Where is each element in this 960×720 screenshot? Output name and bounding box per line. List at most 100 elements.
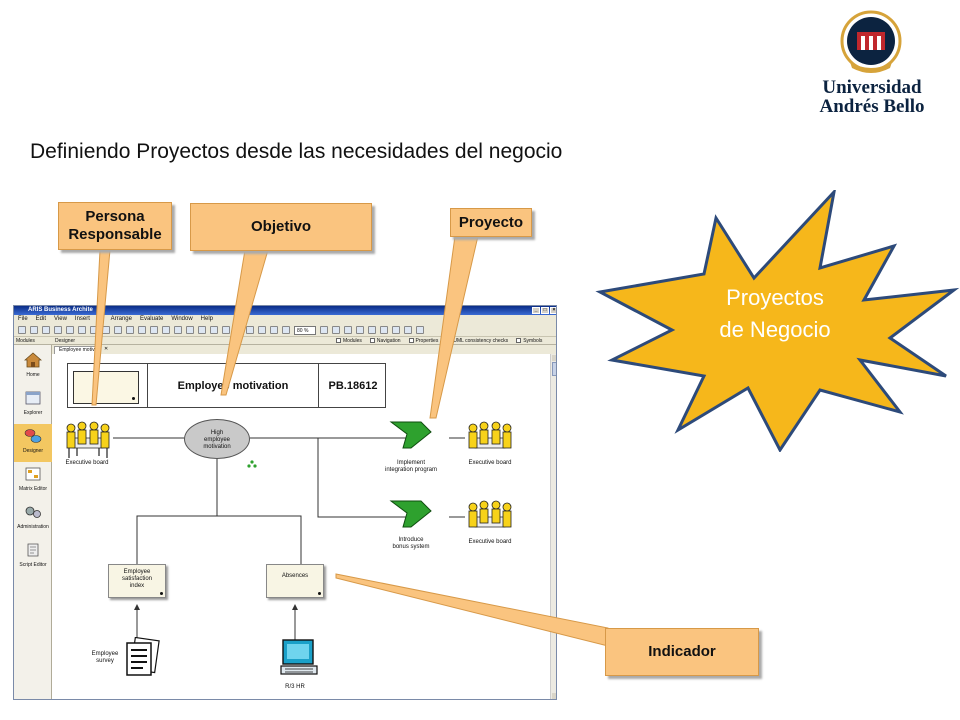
modules-sidebar: Home Explorer Designer Matrix Editor Adm… <box>14 345 52 699</box>
diagram-canvas[interactable]: Employee motivation PB.18612 <box>53 354 550 699</box>
project-arrow-icon <box>389 421 432 449</box>
slide-title: Definiendo Proyectos desde las necesidad… <box>30 140 563 163</box>
maximize-icon[interactable]: □ <box>541 307 549 314</box>
pointer-icon[interactable] <box>174 326 182 334</box>
tab-close-icon[interactable]: ✕ <box>104 346 109 352</box>
zoom-in-icon[interactable] <box>320 326 328 334</box>
menu-window[interactable]: Window <box>171 316 193 322</box>
executive-board-right-label-1: Executive board <box>468 460 512 466</box>
zoom-out-icon[interactable] <box>332 326 340 334</box>
checkbox-properties[interactable]: Properties <box>408 337 438 344</box>
menu-al[interactable]: al <box>97 316 103 322</box>
sidebar-item-matrix-editor[interactable]: Matrix Editor <box>14 462 52 500</box>
starburst-text: Proyectos de Negocio <box>690 282 860 346</box>
connect-icon[interactable] <box>162 326 170 334</box>
fit-icon[interactable] <box>344 326 352 334</box>
checkbox-modules[interactable]: Modules <box>336 337 362 344</box>
callout-indicador: Indicador <box>605 628 759 676</box>
zoom-tool-icon[interactable] <box>282 326 290 334</box>
view-options-bar: Modules Designer Modules Navigation Prop… <box>14 337 556 345</box>
copy-icon[interactable] <box>78 326 86 334</box>
arrange-icon[interactable] <box>246 326 254 334</box>
menu-view[interactable]: View <box>54 316 67 322</box>
align-icon[interactable] <box>150 326 158 334</box>
menu-evaluate[interactable]: Evaluate <box>139 316 164 322</box>
computer-icon <box>280 639 318 675</box>
callout-proyecto: Proyecto <box>450 208 532 237</box>
menu-arrange[interactable]: Arrange <box>110 316 132 322</box>
open-icon[interactable] <box>30 326 38 334</box>
model-icon[interactable] <box>380 326 388 334</box>
sidebar-item-administration[interactable]: Administration <box>14 500 52 538</box>
university-logo: Universidad Andrés Bello <box>812 10 932 122</box>
report-icon[interactable] <box>392 326 400 334</box>
color-icon[interactable] <box>234 326 242 334</box>
redo-icon[interactable] <box>114 326 122 334</box>
project-starburst <box>595 190 960 452</box>
tab-bar: Employee motiv ✕ <box>52 345 556 354</box>
designer-icon <box>24 429 42 443</box>
sidebar-item-script-editor[interactable]: Script Editor <box>14 538 52 576</box>
starburst-line-1: Proyectos <box>726 285 824 310</box>
properties-icon[interactable] <box>126 326 134 334</box>
minimize-icon[interactable]: _ <box>532 307 540 314</box>
format-icon[interactable] <box>368 326 376 334</box>
menu-edit[interactable]: Edit <box>35 316 47 322</box>
zoom-select[interactable]: 80 % <box>294 325 316 335</box>
designer-label: Designer <box>55 338 76 344</box>
executive-board-left-icon <box>66 421 110 458</box>
scroll-icon <box>27 543 39 557</box>
goal-high-employee-motivation[interactable]: High employee motivation <box>184 419 250 459</box>
menu-bar: File Edit View Insert al Arrange Evaluat… <box>14 315 556 324</box>
home-icon <box>23 352 43 368</box>
university-seal-icon <box>840 10 902 73</box>
executive-board-right-icon <box>468 421 512 449</box>
kpi-absences[interactable]: Absences <box>266 564 324 598</box>
save-icon[interactable] <box>42 326 50 334</box>
undo-icon[interactable] <box>102 326 110 334</box>
matrix-icon <box>25 467 41 481</box>
grid-icon[interactable] <box>270 326 278 334</box>
vertical-scrollbar[interactable] <box>550 354 556 699</box>
export-icon[interactable] <box>404 326 412 334</box>
line-icon[interactable] <box>210 326 218 334</box>
modules-label[interactable]: Modules <box>16 338 35 344</box>
paste-icon[interactable] <box>90 326 98 334</box>
toolbar: 80 % <box>14 324 556 337</box>
table-icon[interactable] <box>356 326 364 334</box>
new-icon[interactable] <box>18 326 26 334</box>
sidebar-item-designer[interactable]: Designer <box>14 424 52 462</box>
logo-line-2: Andrés Bello <box>819 96 925 117</box>
starburst-shape <box>595 190 960 452</box>
layout-icon[interactable] <box>138 326 146 334</box>
menu-help[interactable]: Help <box>200 316 214 322</box>
callout-objetivo: Objetivo <box>190 203 372 251</box>
window-title: ARIS Business Archite <box>28 307 93 313</box>
checkbox-uml-consistency[interactable]: UML consistency checks <box>446 337 508 344</box>
object-icon[interactable] <box>186 326 194 334</box>
sidebar-item-explorer[interactable]: Explorer <box>14 386 52 424</box>
checkbox-symbols[interactable]: Symbols <box>516 337 542 344</box>
font-icon[interactable] <box>222 326 230 334</box>
tab-employee-motivation[interactable]: Employee motiv <box>54 346 100 354</box>
snap-icon[interactable] <box>258 326 266 334</box>
print-icon[interactable] <box>54 326 62 334</box>
window-titlebar: ARIS Business Archite _ □ × <box>14 306 556 315</box>
options-icon[interactable] <box>416 326 424 334</box>
executive-board-right-label-2: Executive board <box>468 539 512 545</box>
menu-insert[interactable]: Insert <box>74 316 90 322</box>
model-id: PB.18612 <box>328 380 378 392</box>
cut-icon[interactable] <box>66 326 74 334</box>
text-icon[interactable] <box>198 326 206 334</box>
document-icon <box>126 637 160 676</box>
sidebar-item-home[interactable]: Home <box>14 348 52 386</box>
menu-file[interactable]: File <box>18 316 28 322</box>
logo-line-1: Universidad <box>822 77 922 98</box>
close-icon[interactable]: × <box>550 307 556 314</box>
checkbox-navigation[interactable]: Navigation <box>369 337 401 344</box>
explorer-icon <box>25 391 41 405</box>
executive-board-right-icon-2 <box>468 500 512 528</box>
